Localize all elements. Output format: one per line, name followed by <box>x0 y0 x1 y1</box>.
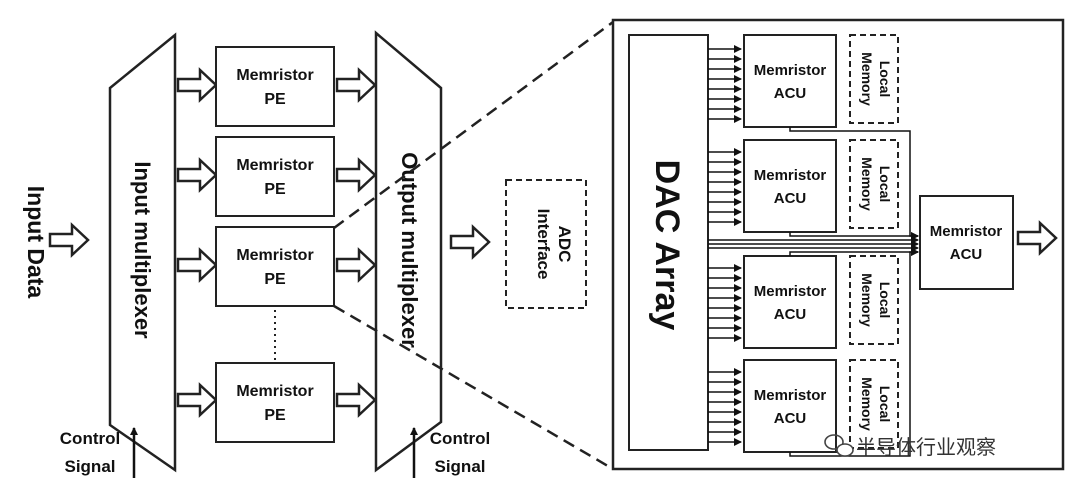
pe-output-arrow-icon <box>335 383 377 417</box>
local-memory-label-line2: Memory <box>859 157 875 211</box>
acu-label-line2: ACU <box>774 410 807 427</box>
control-signal-label-line1: Control <box>430 429 490 448</box>
zoom-line-top <box>333 20 614 230</box>
pe-label-line2: PE <box>264 407 286 424</box>
input-multiplexer <box>108 32 177 473</box>
output-multiplexer <box>374 30 443 473</box>
adc-label-line1: ADC <box>555 226 574 263</box>
acu-label-line2: ACU <box>950 246 983 263</box>
acu-label-line2: ACU <box>774 85 807 102</box>
pe-output-arrow-icon <box>335 248 377 282</box>
acu-label-line1: Memristor <box>754 283 827 300</box>
local-memory-label-line2: Memory <box>859 273 875 327</box>
pe-label-line2: PE <box>264 181 286 198</box>
dac-array-label: DAC Array <box>648 160 686 331</box>
memristor-acu-3: Memristor ACU <box>743 255 837 349</box>
wechat-logo-icon <box>824 434 854 457</box>
pe-label-line2: PE <box>264 91 286 108</box>
acu-label-line1: Memristor <box>930 223 1003 240</box>
input-multiplexer-label: Input multiplexer <box>130 161 155 339</box>
pe-label-line1: Memristor <box>236 247 313 264</box>
memristor-acu-final: Memristor ACU <box>919 195 1014 290</box>
acu-label-line1: Memristor <box>754 387 827 404</box>
local-memory-1: Local Memory <box>849 34 899 124</box>
zoom-line-bottom <box>333 304 614 471</box>
memristor-acu-1: Memristor ACU <box>743 34 837 128</box>
acu-label-line1: Memristor <box>754 167 827 184</box>
acu-routing-lines <box>708 127 919 457</box>
watermark-text: 半导体行业观察 <box>856 435 996 459</box>
pe-input-arrow-icon <box>176 158 218 192</box>
memristor-pe-3: Memristor PE <box>215 226 335 307</box>
pe-input-arrow-icon <box>176 383 218 417</box>
pe-output-arrow-icon <box>335 68 377 102</box>
local-memory-label-line2: Memory <box>859 52 875 106</box>
adc-interface-box <box>505 179 587 309</box>
mux-output-arrow-icon <box>449 225 491 259</box>
output-multiplexer-label: Output multiplexer <box>397 152 422 348</box>
control-signal-label-line2: Signal <box>64 457 115 476</box>
local-memory-label-line1: Local <box>877 282 893 319</box>
dac-arrow-lines <box>708 45 742 446</box>
pe-input-arrow-icon <box>176 248 218 282</box>
local-memory-label-line1: Local <box>877 386 893 423</box>
memristor-acu-4: Memristor ACU <box>743 359 837 453</box>
memristor-pe-2: Memristor PE <box>215 136 335 217</box>
pe-label-line1: Memristor <box>236 67 313 84</box>
control-signal-label-line1: Control <box>60 429 120 448</box>
local-memory-label-line1: Local <box>877 61 893 98</box>
acu-label-line2: ACU <box>774 306 807 323</box>
input-arrow-icon <box>48 223 90 257</box>
pe-label-line2: PE <box>264 271 286 288</box>
input-data-label: Input Data <box>23 186 49 299</box>
adc-label-line2: Interface <box>534 209 553 280</box>
pe-output-arrow-icon <box>335 158 377 192</box>
local-memory-3: Local Memory <box>849 255 899 345</box>
memristor-pe-4: Memristor PE <box>215 362 335 443</box>
memristor-pe-1: Memristor PE <box>215 46 335 127</box>
local-memory-4: Local Memory <box>849 359 899 449</box>
local-memory-label-line1: Local <box>877 166 893 203</box>
control-signal-label-line2: Signal <box>434 457 485 476</box>
pe-label-line1: Memristor <box>236 383 313 400</box>
acu-label-line1: Memristor <box>754 62 827 79</box>
local-memory-label-line2: Memory <box>859 377 875 431</box>
local-memory-2: Local Memory <box>849 139 899 229</box>
acu-label-line2: ACU <box>774 190 807 207</box>
dac-array <box>628 34 709 451</box>
pe-label-line1: Memristor <box>236 157 313 174</box>
pe-input-arrow-icon <box>176 68 218 102</box>
memristor-acu-2: Memristor ACU <box>743 139 837 233</box>
